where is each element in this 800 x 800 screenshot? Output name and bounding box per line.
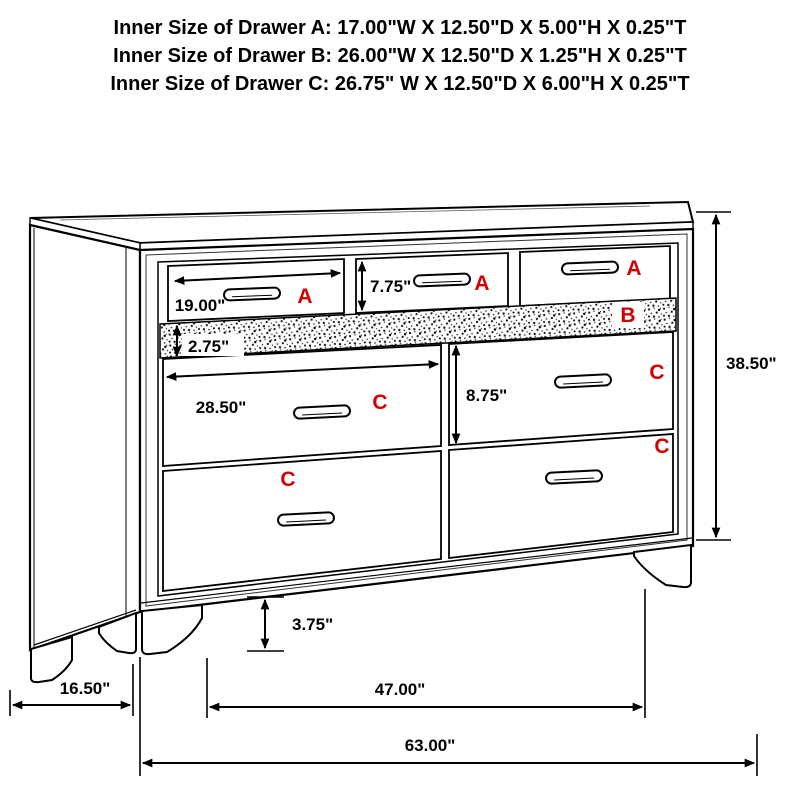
dim-overall-width: 63.00": [139, 657, 758, 776]
dim-drawer-b-height: 2.75": [172, 324, 244, 358]
dim-drawer-c-width-text: 28.50": [196, 398, 247, 417]
dim-overall-height: 38.50": [696, 211, 777, 541]
dim-drawer-a-height: 7.75": [357, 260, 411, 312]
dim-side-depth-text: 16.50": [60, 679, 111, 698]
drawer-handle-a-top-right: [560, 260, 620, 276]
label-c-mid-right: C: [649, 361, 664, 384]
dim-overall-width-text: 63.00": [405, 736, 456, 755]
drawer-c-size-line: Inner Size of Drawer C: 26.75" W X 12.50…: [110, 73, 690, 95]
dim-side-depth: 16.50": [9, 664, 134, 716]
dim-foot-height: 3.75": [247, 596, 333, 652]
dim-drawer-c-width-arrow: [165, 360, 440, 381]
drawer-a-size-line: Inner Size of Drawer A: 17.00"W X 12.50"…: [113, 17, 687, 39]
dim-drawer-a-width-arrow: [173, 269, 342, 285]
label-a-top-middle: A: [474, 272, 489, 295]
dim-drawer-a-width: 19.00": [173, 269, 342, 315]
drawer-handle-a-top-middle: [412, 272, 472, 288]
dimension-annotations: 19.00" 7.75" 2.75" 28.50" 8.75" 38.50": [9, 211, 777, 776]
dim-feet-spacing: 47.00": [206, 589, 646, 718]
top-grain-line: [59, 205, 651, 221]
side-panel: [28, 223, 142, 652]
drawer-b-size-line: Inner Size of Drawer B: 26.00"W X 12.50"…: [113, 45, 687, 67]
drawer-handle-c-bottom-right: [544, 469, 604, 485]
front-right-foot: [633, 543, 692, 589]
drawer-letters: A A A B C C C C: [280, 257, 669, 491]
label-a-top-right: A: [626, 257, 641, 280]
front-frame-inner: [157, 242, 679, 597]
side-back-foot: [30, 635, 73, 684]
drawer-handle-a-top-left: [222, 286, 282, 302]
drawer-c-bottom-right: [448, 433, 674, 560]
label-c-mid-left: C: [372, 391, 387, 414]
drawer-handle-c-mid-right: [553, 373, 613, 389]
dim-drawer-c-width: 28.50": [165, 360, 440, 417]
label-a-top-left: A: [297, 285, 312, 308]
dim-drawer-c-height-text: 8.75": [466, 386, 507, 405]
dim-drawer-c-height: 8.75": [451, 344, 507, 445]
drawer-a-top-right: [519, 245, 671, 307]
front-frame-bevel: [145, 233, 688, 607]
title-block: Inner Size of Drawer A: 17.00"W X 12.50"…: [0, 14, 800, 98]
dim-drawer-b-height-backing: [182, 334, 244, 356]
side-base-molding-line: [33, 609, 137, 646]
dim-drawer-a-height-text: 7.75": [370, 277, 411, 296]
drawer-handle-c-bottom-left: [276, 511, 336, 527]
drawer-b-strip: [159, 297, 677, 359]
label-c-bottom-left: C: [280, 468, 295, 491]
label-b-strip: B: [620, 304, 635, 327]
drawer-b-label-backing: [612, 302, 644, 328]
dim-drawer-b-height-text: 2.75": [188, 337, 229, 356]
base-molding-line: [140, 537, 693, 604]
front-left-foot: [141, 603, 203, 656]
label-c-bottom-right: C: [654, 435, 669, 458]
drawer-handle-c-mid-left: [292, 404, 352, 420]
dim-foot-height-text: 3.75": [292, 615, 333, 634]
dim-drawer-a-width-text: 19.00": [175, 296, 226, 315]
dim-feet-spacing-text: 47.00": [375, 680, 426, 699]
dim-overall-height-text: 38.50": [726, 354, 777, 373]
side-front-foot: [98, 611, 137, 655]
